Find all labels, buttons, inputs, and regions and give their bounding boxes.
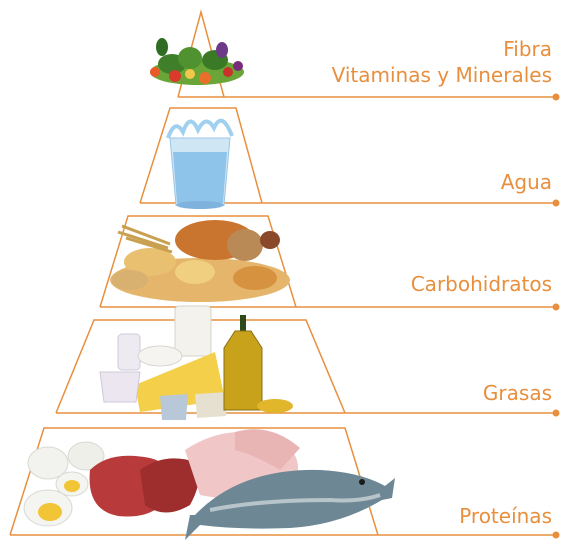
dairy-oil-icon	[100, 306, 293, 420]
bread-grains-icon	[110, 220, 290, 302]
tier-1-label: Fibra Vitaminas y Minerales	[332, 36, 552, 88]
vegetables-icon	[150, 38, 244, 85]
tier-4-label: Grasas	[483, 380, 552, 406]
tier-3-label: Carbohidratos	[411, 271, 552, 297]
meat-fish-eggs-icon	[24, 429, 395, 540]
tier-5-label: Proteínas	[459, 503, 552, 529]
water-glass-icon	[168, 121, 232, 209]
tier-2-label: Agua	[501, 169, 552, 195]
tier-1-label-line-2: Vitaminas y Minerales	[332, 62, 552, 88]
tier-2-group	[140, 108, 560, 209]
tier-1-label-line-1: Fibra	[332, 36, 552, 62]
